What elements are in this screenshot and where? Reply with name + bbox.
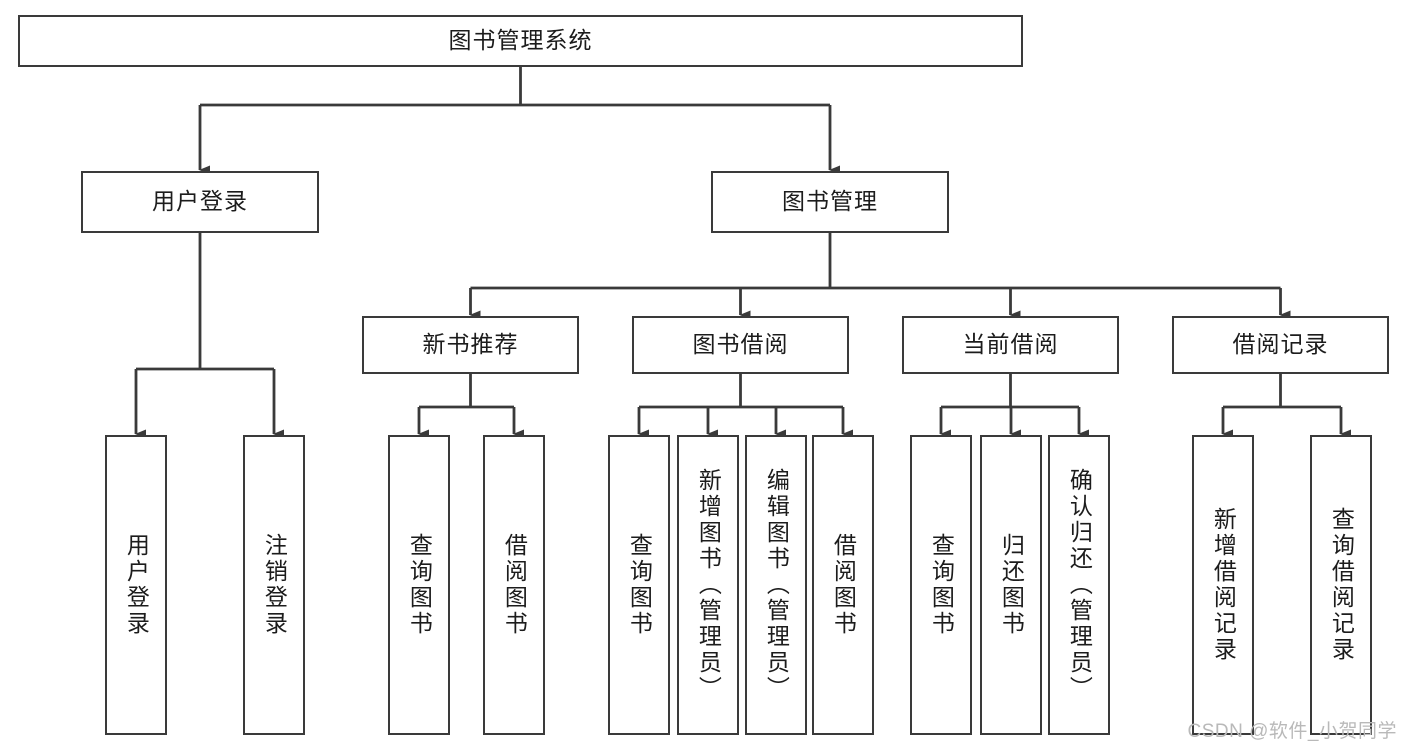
node-label: 注销登录: [261, 533, 288, 637]
node-leaf-user-login[interactable]: 用户登录: [105, 435, 167, 735]
node-label: 查询图书: [406, 533, 433, 637]
node-label: 归还图书: [998, 533, 1025, 637]
node-leaf-nb-borrow[interactable]: 借阅图书: [483, 435, 545, 735]
node-current[interactable]: 当前借阅: [902, 316, 1119, 374]
watermark-text: CSDN @软件_小贺同学: [1187, 721, 1397, 742]
node-label: 确认归还（管理员）: [1066, 468, 1093, 702]
node-label: 借阅图书: [501, 533, 528, 637]
node-label: 图书管理系统: [448, 27, 593, 54]
node-records[interactable]: 借阅记录: [1172, 316, 1389, 374]
node-label: 查询图书: [626, 533, 653, 637]
node-label: 借阅记录: [1232, 331, 1329, 358]
node-label: 图书管理: [782, 188, 878, 215]
node-label: 用户登录: [152, 188, 248, 215]
node-label: 查询借阅记录: [1328, 507, 1355, 663]
node-newbook[interactable]: 新书推荐: [362, 316, 579, 374]
node-label: 新增借阅记录: [1210, 507, 1237, 663]
node-leaf-cur-query[interactable]: 查询图书: [910, 435, 972, 735]
node-leaf-bw-add[interactable]: 新增图书（管理员）: [677, 435, 739, 735]
node-label: 当前借阅: [962, 331, 1059, 358]
node-leaf-rec-add[interactable]: 新增借阅记录: [1192, 435, 1254, 735]
node-leaf-cur-return[interactable]: 归还图书: [980, 435, 1042, 735]
node-label: 图书借阅: [692, 331, 789, 358]
node-label: 借阅图书: [830, 533, 857, 637]
node-login[interactable]: 用户登录: [81, 171, 319, 233]
node-leaf-rec-query[interactable]: 查询借阅记录: [1310, 435, 1372, 735]
node-leaf-bw-edit[interactable]: 编辑图书（管理员）: [745, 435, 807, 735]
node-label: 新增图书（管理员）: [695, 468, 722, 702]
node-borrow[interactable]: 图书借阅: [632, 316, 849, 374]
node-label: 用户登录: [123, 533, 150, 637]
node-label: 新书推荐: [422, 331, 519, 358]
node-leaf-user-logout[interactable]: 注销登录: [243, 435, 305, 735]
node-label: 编辑图书（管理员）: [763, 468, 790, 702]
node-leaf-bw-query[interactable]: 查询图书: [608, 435, 670, 735]
node-leaf-nb-query[interactable]: 查询图书: [388, 435, 450, 735]
node-leaf-bw-borrow[interactable]: 借阅图书: [812, 435, 874, 735]
node-bookmgmt[interactable]: 图书管理: [711, 171, 949, 233]
node-leaf-cur-confirm[interactable]: 确认归还（管理员）: [1048, 435, 1110, 735]
node-label: 查询图书: [928, 533, 955, 637]
node-root[interactable]: 图书管理系统: [18, 15, 1023, 67]
